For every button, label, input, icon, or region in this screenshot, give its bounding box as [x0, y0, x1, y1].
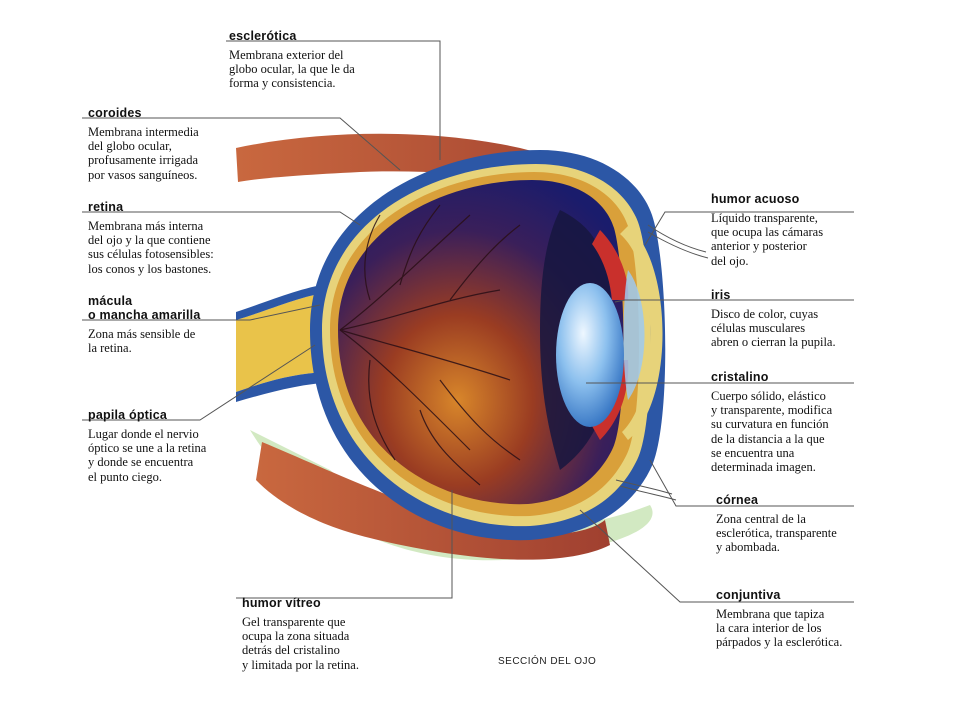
desc-line: y transparente, modifica — [711, 403, 833, 418]
label-retina-title: retina — [88, 200, 124, 214]
desc-line: abren o cierran la pupila. — [711, 335, 836, 350]
label-conjuntiva: conjuntiva Membrana que tapiza la cara i… — [716, 588, 906, 650]
desc-line: su curvatura en función — [711, 417, 829, 432]
diagram-caption: SECCIÓN DEL OJO — [498, 656, 597, 667]
desc-line: párpados y la esclerótica. — [716, 635, 843, 650]
cornea-shape — [620, 226, 663, 440]
label-papila-title: papila óptica — [88, 408, 168, 422]
lower-eye-muscle — [256, 442, 610, 560]
label-humor-acuoso: humor acuoso Líquido transparente, que o… — [711, 192, 901, 268]
label-cristalino: cristalino Cuerpo sólido, elástico y tra… — [711, 370, 901, 474]
desc-line: determinada imagen. — [711, 460, 816, 475]
desc-line: el punto ciego. — [88, 469, 162, 484]
desc-line: anterior y posterior — [711, 239, 807, 254]
desc-line: óptico se une a la retina — [88, 441, 207, 456]
label-papila-desc: Lugar donde el nervio óptico se une a la… — [88, 427, 288, 484]
label-retina: retina Membrana más interna del ojo y la… — [88, 200, 288, 276]
label-coroides-title: coroides — [88, 106, 142, 120]
label-esclerotica: esclerótica Membrana exterior del globo … — [229, 29, 439, 91]
desc-line: Zona central de la — [716, 512, 806, 526]
retinal-vessels — [339, 204, 521, 486]
leader-lines — [82, 40, 854, 603]
desc-line: por vasos sanguíneos. — [88, 167, 198, 182]
label-iris-desc: Disco de color, cuyas células musculares… — [711, 307, 901, 350]
label-cornea-title: córnea — [716, 493, 759, 507]
desc-line: y donde se encuentra — [88, 455, 194, 470]
label-macula: mácula o mancha amarilla Zona más sensib… — [88, 294, 288, 355]
anterior-chamber — [623, 270, 645, 400]
desc-line: y limitada por la retina. — [242, 657, 359, 672]
desc-line: sus células fotosensibles: — [88, 247, 214, 262]
desc-line: del ojo. — [711, 253, 749, 268]
label-papila: papila óptica Lugar donde el nervio ópti… — [88, 408, 288, 484]
label-macula-title2: o mancha amarilla — [88, 308, 201, 322]
desc-line: esclerótica, transparente — [716, 526, 837, 541]
label-iris-title: iris — [711, 288, 731, 302]
optic-nerve — [236, 292, 334, 392]
desc-line: células musculares — [711, 321, 806, 336]
desc-line: globo ocular, la que le da — [229, 62, 355, 77]
label-humor-vitreo-title: humor vítreo — [242, 596, 321, 610]
desc-line: Cuerpo sólido, elástico — [711, 389, 826, 403]
label-esclerotica-desc: Membrana exterior del globo ocular, la q… — [229, 48, 439, 91]
desc-line: que ocupa las cámaras — [711, 225, 824, 240]
desc-line: profusamente irrigada — [88, 153, 199, 168]
desc-line: se encuentra una — [711, 445, 795, 460]
label-conjuntiva-desc: Membrana que tapiza la cara interior de … — [716, 607, 906, 650]
label-coroides-desc: Membrana intermedia del globo ocular, pr… — [88, 125, 278, 182]
label-macula-desc: Zona más sensible de la retina. — [88, 327, 288, 355]
desc-line: ocupa la zona situada — [242, 629, 350, 644]
desc-line: Membrana más interna — [88, 219, 204, 233]
label-macula-title: mácula — [88, 294, 133, 308]
desc-line: los conos y los bastones. — [88, 261, 212, 276]
desc-line: la cara interior de los — [716, 621, 822, 636]
desc-line: Líquido transparente, — [711, 211, 818, 225]
label-humor-vitreo: humor vítreo Gel transparente que ocupa … — [242, 596, 442, 672]
desc-line: la retina. — [88, 341, 132, 356]
desc-line: y abombada. — [716, 540, 780, 555]
label-cornea-desc: Zona central de la esclerótica, transpar… — [716, 512, 906, 555]
desc-line: Membrana intermedia — [88, 125, 199, 139]
desc-line: Disco de color, cuyas — [711, 307, 819, 321]
label-retina-desc: Membrana más interna del ojo y la que co… — [88, 219, 288, 276]
desc-line: del globo ocular, — [88, 139, 172, 154]
label-humor-vitreo-desc: Gel transparente que ocupa la zona situa… — [242, 615, 442, 672]
label-iris: iris Disco de color, cuyas células muscu… — [711, 288, 901, 350]
label-humor-acuoso-title: humor acuoso — [711, 192, 800, 206]
desc-line: Zona más sensible de — [88, 327, 196, 341]
label-cristalino-desc: Cuerpo sólido, elástico y transparente, … — [711, 389, 901, 474]
label-conjuntiva-title: conjuntiva — [716, 588, 781, 602]
lens — [556, 283, 624, 427]
label-cristalino-title: cristalino — [711, 370, 769, 384]
label-humor-acuoso-desc: Líquido transparente, que ocupa las cáma… — [711, 211, 901, 268]
label-cornea: córnea Zona central de la esclerótica, t… — [716, 493, 906, 555]
desc-line: detrás del cristalino — [242, 643, 340, 658]
label-coroides: coroides Membrana intermedia del globo o… — [88, 106, 278, 182]
desc-line: de la distancia a la que — [711, 431, 825, 446]
label-esclerotica-title: esclerótica — [229, 29, 297, 43]
desc-line: forma y consistencia. — [229, 76, 336, 91]
desc-line: Lugar donde el nervio — [88, 427, 199, 441]
desc-line: Membrana que tapiza — [716, 607, 825, 621]
desc-line: Gel transparente que — [242, 615, 346, 629]
desc-line: del ojo y la que contiene — [88, 233, 211, 248]
desc-line: Membrana exterior del — [229, 48, 344, 62]
